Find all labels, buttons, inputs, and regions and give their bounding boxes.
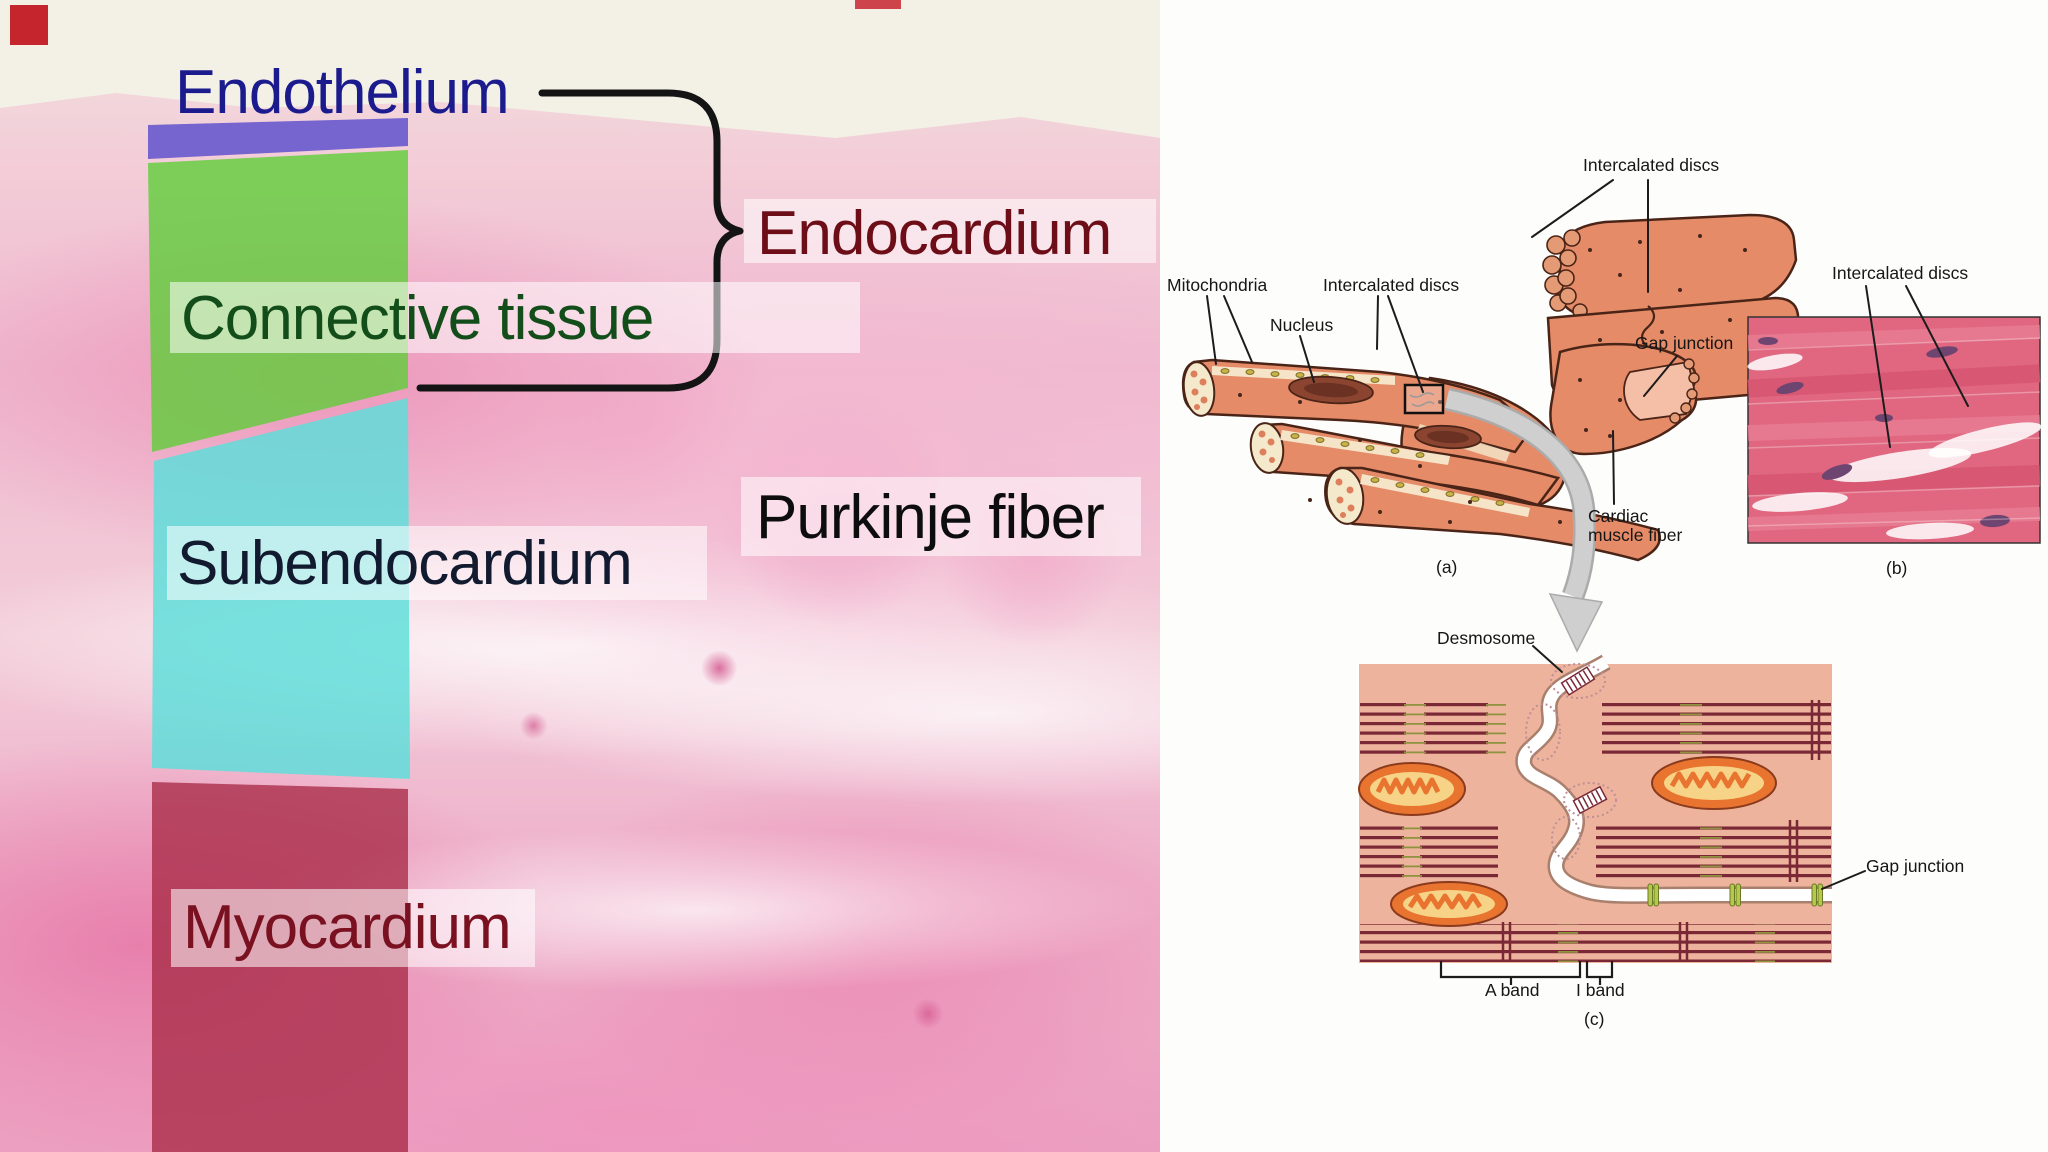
endocardium-label: Endocardium	[757, 199, 1112, 268]
subendocardium-label-band	[167, 526, 707, 600]
gap-junction-c-label: Gap junction	[1866, 856, 1965, 876]
endothelium-label: Endothelium	[175, 58, 510, 127]
myocardium-overlay	[152, 782, 408, 1152]
subendocardium-label: Subendocardium	[177, 529, 633, 598]
cardiac-muscle-fiber-label: Cardiac muscle fiber	[1588, 507, 1682, 545]
micrograph-panel: Endothelium Connective tissue Endocardiu…	[0, 0, 1160, 1152]
figure-c-caption: (c)	[1584, 1009, 1605, 1029]
i-band-label: I band	[1576, 980, 1625, 1000]
cardiac-muscle-fiber-line2: muscle fiber	[1588, 525, 1683, 545]
nucleus-label: Nucleus	[1270, 315, 1334, 335]
intercalated-discs-a-label: Intercalated discs	[1323, 275, 1460, 295]
intercalated-discs-b-label: Intercalated discs	[1832, 263, 1969, 283]
gap-junction-a-label: Gap junction	[1635, 333, 1734, 353]
purkinje-label-band	[741, 477, 1141, 556]
micrograph-red-sliver	[855, 0, 901, 9]
desmosome-label: Desmosome	[1437, 628, 1536, 648]
a-band-label: A band	[1485, 980, 1540, 1000]
myocardium-label: Myocardium	[183, 893, 512, 962]
connective-tissue-label: Connective tissue	[181, 284, 654, 353]
intercalated-discs-top-label: Intercalated discs	[1583, 155, 1720, 175]
figure-a-caption: (a)	[1436, 557, 1458, 577]
purkinje-fiber-label: Purkinje fiber	[756, 483, 1105, 552]
myocardium-label-band	[171, 889, 535, 967]
figure-b-caption: (b)	[1886, 558, 1908, 578]
micrograph-red-artifact	[10, 5, 48, 45]
endocardium-label-band	[744, 199, 1156, 263]
connective-tissue-label-band	[170, 282, 860, 353]
cardiac-muscle-fiber-line1: Cardiac	[1588, 506, 1649, 526]
mitochondria-label: Mitochondria	[1167, 275, 1268, 295]
